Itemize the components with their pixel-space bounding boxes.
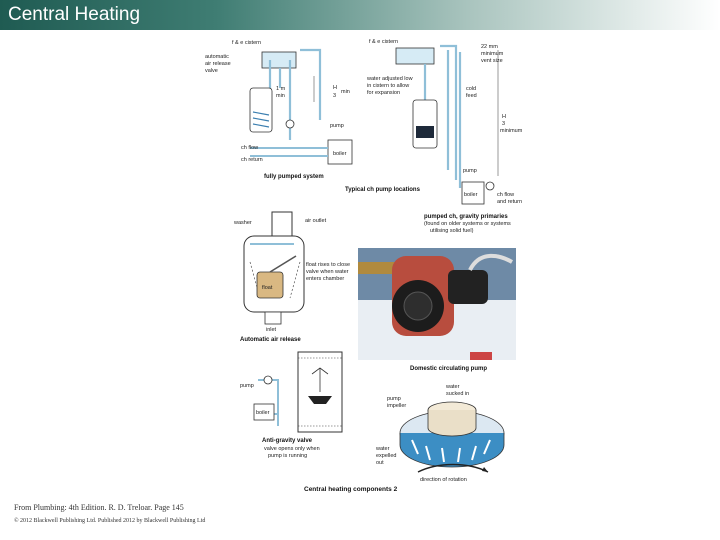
photo-caption: Domestic circulating pump bbox=[410, 366, 487, 372]
fully-pumped-caption: fully pumped system bbox=[264, 174, 324, 180]
water-in-1: water bbox=[445, 384, 460, 390]
valve-disc bbox=[308, 396, 332, 404]
pump-locations-caption: Typical ch pump locations bbox=[345, 187, 421, 193]
float-arm bbox=[269, 255, 297, 273]
h-label-2: H bbox=[502, 114, 506, 120]
anti-gravity-sub-2: pump is running bbox=[268, 453, 307, 459]
vent-label-3: vent size bbox=[481, 58, 503, 64]
copyright-notice: © 2012 Blackwell Publishing Ltd. Publish… bbox=[14, 518, 206, 524]
water-note-3: for expansion bbox=[367, 90, 400, 96]
air-release-diagram: washer air outlet float rises to close v… bbox=[233, 211, 350, 343]
ch-return-label: ch return bbox=[241, 157, 263, 163]
pump-label: pump bbox=[330, 123, 344, 129]
outlet-body bbox=[271, 211, 293, 237]
anti-gravity-boiler-label: boiler bbox=[256, 410, 270, 416]
cable bbox=[468, 253, 514, 272]
title-banner: Central Heating bbox=[0, 0, 720, 30]
auto-valve-label-1: automatic bbox=[205, 54, 229, 60]
impeller-blades bbox=[399, 433, 505, 468]
float-note-1: float rises to close bbox=[306, 262, 350, 268]
washer-label: washer bbox=[233, 220, 252, 226]
inlet-nozzle bbox=[264, 311, 282, 325]
h-min-label: min bbox=[341, 89, 350, 95]
gravity-subcaption-1: (found on older systems or systems bbox=[424, 221, 511, 227]
pump-impeller-1: pump bbox=[387, 396, 401, 402]
water-note-2: in cistern to allow bbox=[367, 83, 409, 89]
float-note-3: enters chamber bbox=[306, 276, 344, 282]
boiler-box bbox=[327, 139, 353, 165]
boiler-box-2 bbox=[461, 181, 485, 205]
terminal-box bbox=[448, 270, 488, 304]
cylinder-coil-2 bbox=[416, 126, 434, 138]
inlet-label: inlet bbox=[266, 327, 277, 333]
ch-flow-label: ch flow bbox=[241, 145, 258, 151]
warning-sticker bbox=[470, 352, 492, 360]
cistern-label-2: f & e cistern bbox=[369, 39, 398, 45]
gravity-pipework bbox=[423, 44, 462, 188]
water-out-2: expelled bbox=[376, 453, 397, 459]
anti-gravity-sub-1: valve opens only when bbox=[264, 446, 320, 452]
water-out-3: out bbox=[376, 460, 384, 466]
anti-gravity-pump-label: pump bbox=[240, 383, 254, 389]
cistern-label: f & e cistern bbox=[232, 40, 261, 46]
flow-return-pipes bbox=[250, 147, 328, 157]
flow-return-2: and return bbox=[497, 199, 522, 205]
h-3-label-2: 3 bbox=[502, 121, 505, 127]
rotation-label: direction of rotation bbox=[420, 477, 467, 483]
water-note-1: water adjusted low bbox=[366, 76, 413, 82]
gravity-primaries-diagram: f & e cistern 22 mm minimum vent size wa… bbox=[366, 39, 523, 234]
pump-photo: Domestic circulating pump bbox=[358, 248, 516, 372]
auto-valve-label-2: air release bbox=[205, 61, 231, 67]
auto-valve-label-3: valve bbox=[205, 68, 218, 74]
h-min-label-2: minimum bbox=[500, 128, 523, 134]
pipework bbox=[268, 48, 322, 140]
pump-impeller-2: impeller bbox=[387, 403, 406, 409]
one-m-min-label: min bbox=[276, 93, 285, 99]
figure-caption: Central heating components 2 bbox=[304, 486, 398, 493]
cylinder-2 bbox=[412, 99, 438, 149]
fully-pumped-diagram: f & e cistern automatic air release valv… bbox=[205, 40, 421, 193]
one-m-label: 1 m bbox=[276, 86, 286, 92]
water-out-1: water bbox=[375, 446, 390, 452]
rotation-arrow bbox=[417, 463, 489, 473]
coil bbox=[252, 111, 270, 128]
vent-label-2: minimum bbox=[481, 51, 504, 57]
pump-symbol-2 bbox=[485, 181, 495, 191]
boiler-label-2: boiler bbox=[464, 192, 478, 198]
cold-feed-2: feed bbox=[466, 93, 477, 99]
vent-label-1: 22 mm bbox=[481, 44, 498, 50]
float-note-2: valve when water bbox=[306, 269, 349, 275]
gravity-caption: pumped ch, gravity primaries bbox=[424, 214, 508, 220]
cold-feed-1: cold bbox=[466, 86, 476, 92]
float-label: float bbox=[262, 285, 273, 291]
gravity-subcaption-2: utilising solid fuel) bbox=[430, 228, 474, 234]
air-outlet-label: air outlet bbox=[305, 218, 327, 224]
source-citation: From Plumbing: 4th Edition. R. D. Treloa… bbox=[14, 503, 184, 512]
page-title: Central Heating bbox=[8, 4, 141, 25]
air-release-caption: Automatic air release bbox=[240, 337, 301, 343]
h-label: H bbox=[333, 85, 337, 91]
pump-symbol bbox=[285, 119, 295, 129]
cistern-tank-2 bbox=[395, 47, 435, 65]
h-3-label: 3 bbox=[333, 93, 336, 99]
impeller-diagram: water sucked in pump impeller water expe… bbox=[375, 384, 505, 483]
anti-gravity-diagram: pump boiler Anti-gravity valve valve ope… bbox=[240, 351, 343, 459]
flow-return-1: ch flow bbox=[497, 192, 514, 198]
anti-gravity-caption: Anti-gravity valve bbox=[262, 438, 313, 444]
pump-label-2: pump bbox=[463, 168, 477, 174]
water-in-2: sucked in bbox=[446, 391, 469, 397]
boiler-label: boiler bbox=[333, 151, 347, 157]
